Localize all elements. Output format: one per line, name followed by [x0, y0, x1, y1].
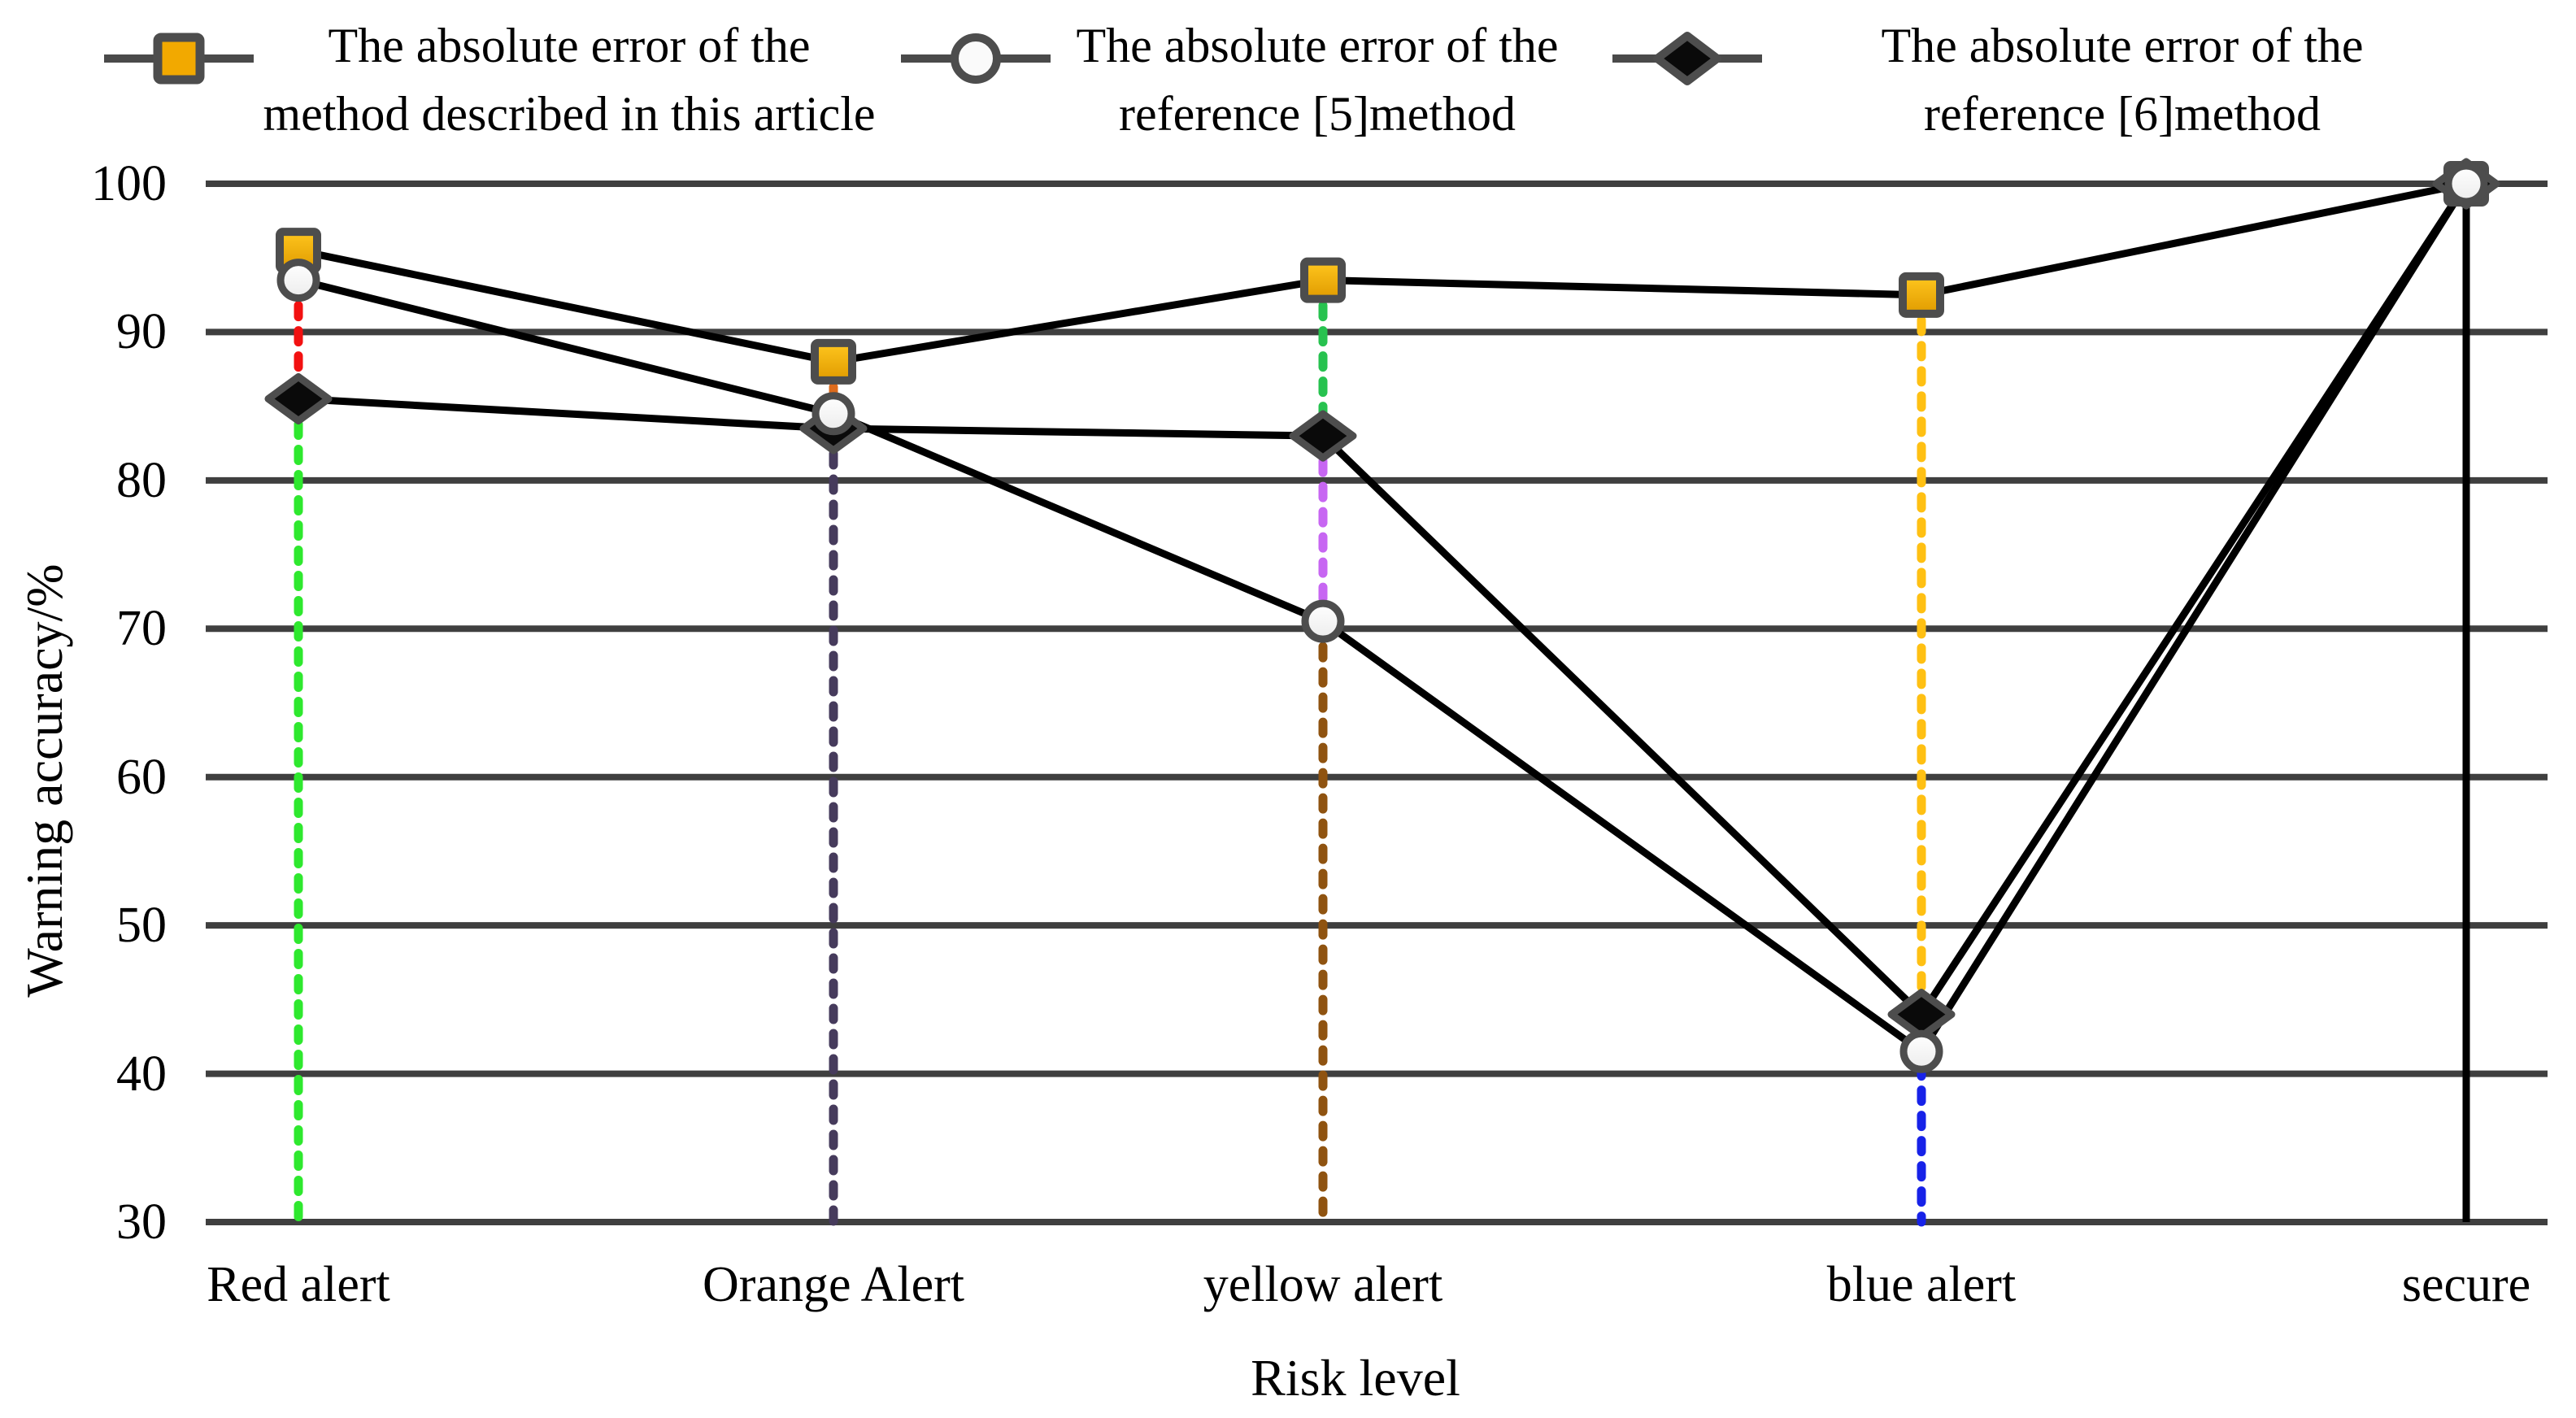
y-tick-label: 40	[116, 1046, 167, 1102]
series-line	[298, 181, 2469, 1019]
legend-item-article: The absolute error of the method describ…	[203, 11, 935, 148]
square-marker-icon	[104, 33, 254, 85]
x-category-label: Red alert	[207, 1257, 390, 1312]
y-tick-label: 30	[116, 1194, 167, 1250]
diamond-marker-icon	[1289, 410, 1357, 462]
x-category-label: Orange Alert	[703, 1257, 964, 1312]
y-tick-label: 70	[116, 601, 167, 657]
x-category-label: secure	[2401, 1257, 2531, 1312]
circle-marker-icon	[276, 259, 320, 302]
y-tick-label: 80	[116, 452, 167, 508]
legend-label-line: reference [6]method	[1923, 87, 2321, 141]
legend-label-line: reference [5]method	[1118, 87, 1516, 141]
legend-item-ref5: The absolute error of the reference [5]m…	[951, 11, 1683, 148]
circle-marker-icon	[901, 33, 1051, 84]
y-tick-label: 100	[91, 156, 167, 211]
y-tick-label: 50	[116, 898, 167, 954]
x-category-label: yellow alert	[1203, 1257, 1443, 1312]
x-category-label: blue alert	[1826, 1257, 2017, 1312]
diamond-marker-icon	[1612, 32, 1762, 85]
circle-marker-icon	[812, 392, 855, 436]
y-tick-label: 60	[116, 749, 167, 805]
y-axis-title: Warning accuracy/%	[15, 563, 73, 998]
series-line	[297, 181, 2469, 1055]
legend-label-line: method described in this article	[263, 87, 876, 141]
square-marker-icon	[1300, 257, 1346, 303]
legend-label-line: The absolute error of the	[328, 19, 811, 72]
circle-marker-icon	[1301, 599, 1345, 643]
legend-label-line: The absolute error of the	[1881, 19, 2364, 72]
legend-item-ref6: The absolute error of the reference [6]m…	[1756, 11, 2488, 148]
diamond-marker-icon	[264, 373, 333, 425]
legend-label-line: The absolute error of the	[1076, 19, 1559, 72]
square-marker-icon	[1899, 272, 1944, 318]
square-marker-icon	[811, 338, 856, 385]
circle-marker-icon	[2444, 162, 2488, 206]
y-tick-label: 90	[116, 304, 167, 360]
circle-marker-icon	[1899, 1029, 1943, 1073]
x-axis-title: Risk level	[1251, 1349, 1460, 1407]
diamond-marker-icon	[1887, 989, 1956, 1041]
